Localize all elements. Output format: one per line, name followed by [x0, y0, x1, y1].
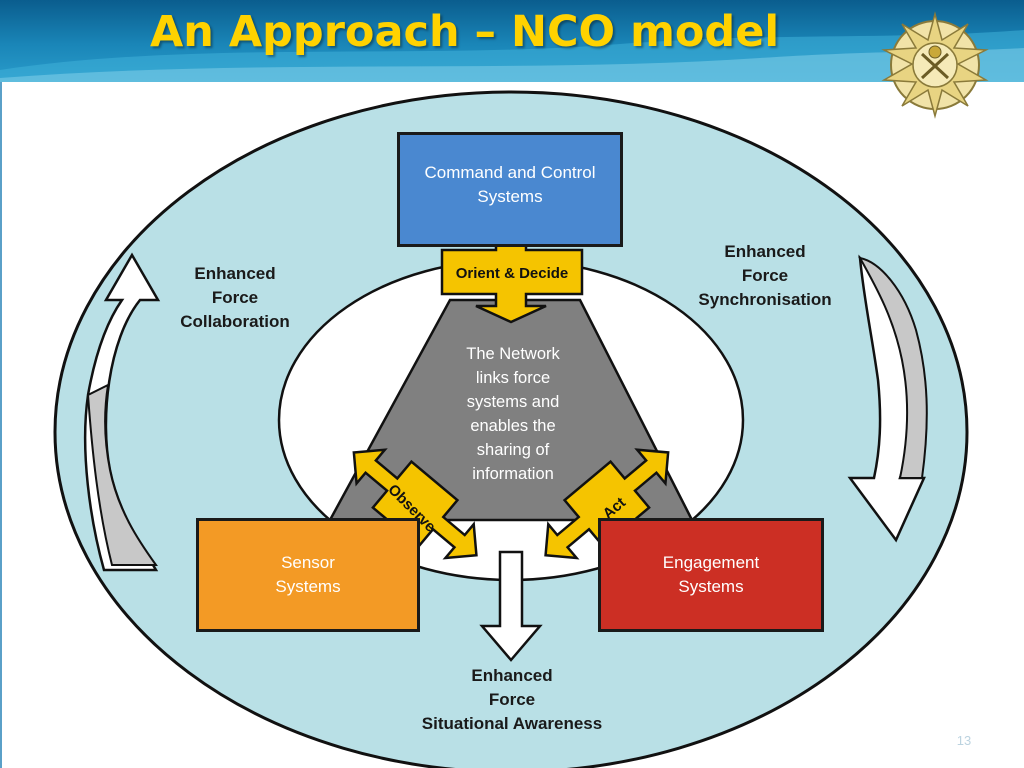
synchronisation-cycle-arrow: [847, 254, 928, 543]
collaboration-label: Enhanced Force Collaboration: [180, 264, 290, 331]
situational-awareness-label: Enhanced Force Situational Awareness: [421, 666, 603, 733]
orient-decide-connector: [440, 216, 584, 324]
orient-decide-label: Orient & Decide: [456, 265, 569, 282]
slide-header: An Approach – NCO model: [0, 0, 1024, 82]
act-connector: [544, 448, 670, 560]
military-emblem-logo: [881, 11, 989, 119]
header-wave-decoration: [0, 30, 1024, 82]
network-description: The Network links force systems and enab…: [466, 345, 560, 483]
slide-title: An Approach – NCO model: [150, 7, 780, 57]
page-number: 13: [956, 733, 972, 748]
situational-awareness-down-arrow: [479, 550, 543, 662]
collaboration-cycle-arrow: [83, 252, 161, 572]
observe-connector: [352, 448, 478, 560]
sensor-systems-box: Sensor Systems: [196, 518, 420, 632]
engagement-systems-box: Engagement Systems: [598, 518, 824, 632]
synchronisation-label: Enhanced Force Synchronisation: [698, 242, 832, 309]
command-control-systems-box: Command and Control Systems: [397, 132, 623, 247]
